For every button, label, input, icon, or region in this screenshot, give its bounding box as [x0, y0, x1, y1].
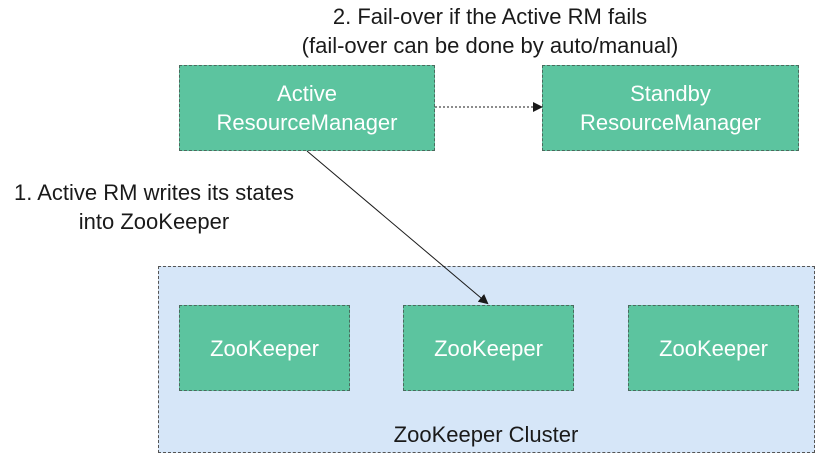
- zookeeper-node: ZooKeeper: [628, 305, 799, 391]
- standby-resourcemanager-node: Standby ResourceManager: [542, 65, 799, 151]
- standby-rm-line-1: Standby: [630, 81, 711, 106]
- standby-rm-line-2: ResourceManager: [580, 110, 761, 135]
- zookeeper-node-label: ZooKeeper: [659, 335, 768, 361]
- write-states-arrow: [306, 150, 489, 305]
- zookeeper-node: ZooKeeper: [403, 305, 574, 391]
- zookeeper-node: ZooKeeper: [179, 305, 350, 391]
- zookeeper-node-label: ZooKeeper: [434, 335, 543, 361]
- failover-note-line-1: 2. Fail-over if the Active RM fails: [332, 4, 648, 29]
- active-rm-line-1: Active: [277, 81, 337, 106]
- writes-states-note: 1. Active RM writes its states into ZooK…: [0, 178, 308, 236]
- zookeeper-node-label: ZooKeeper: [210, 335, 319, 361]
- writes-note-line-1: 1. Active RM writes its states: [14, 180, 294, 205]
- failover-note-line-2: (fail-over can be done by auto/manual): [301, 33, 679, 58]
- zookeeper-cluster-label: ZooKeeper Cluster: [393, 422, 579, 447]
- active-resourcemanager-node: Active ResourceManager: [179, 65, 435, 151]
- failover-note: 2. Fail-over if the Active RM fails (fai…: [230, 2, 750, 60]
- active-rm-line-2: ResourceManager: [216, 110, 398, 135]
- writes-note-line-2: into ZooKeeper: [78, 209, 230, 234]
